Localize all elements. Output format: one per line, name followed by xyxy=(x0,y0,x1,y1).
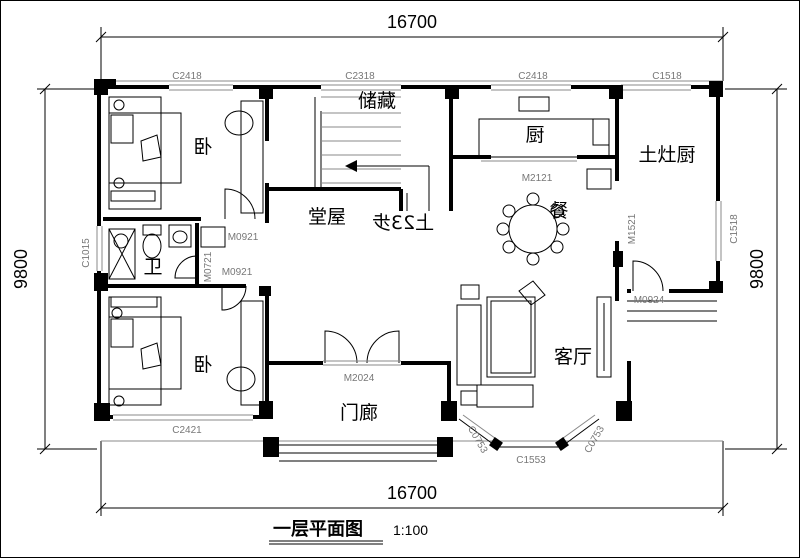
stairs xyxy=(314,96,430,211)
code-m0921-a: M0921 xyxy=(228,232,259,243)
room-label-hall: 堂屋 xyxy=(308,206,346,228)
room-label-dining: 餐 xyxy=(549,200,568,222)
code-m1521: M1521 xyxy=(627,213,638,244)
kitchen-fixtures xyxy=(478,96,612,190)
code-c2318: C2318 xyxy=(345,71,375,82)
wall-columns xyxy=(94,79,723,457)
dining-table xyxy=(496,192,570,266)
code-c1518-top: C1518 xyxy=(652,71,682,82)
room-label-bedroom-top: 卧 xyxy=(193,136,212,158)
code-c0753-left: C0753 xyxy=(465,424,489,455)
room-label-living: 客厅 xyxy=(554,346,592,368)
room-label-stove-kitchen: 土灶厨 xyxy=(638,144,695,166)
room-label-bathroom: 卫 xyxy=(143,256,162,278)
room-label-kitchen: 厨 xyxy=(525,124,544,146)
bed-top xyxy=(108,96,264,214)
top-dimension: 16700 xyxy=(387,12,437,32)
code-c2421: C2421 xyxy=(172,425,202,436)
code-m0921-b: M0921 xyxy=(222,267,253,278)
bay-window xyxy=(458,414,600,451)
dimension-lines xyxy=(37,27,787,516)
code-c1553: C1553 xyxy=(516,455,546,466)
room-label-storage: 储藏 xyxy=(358,90,396,112)
code-m2024: M2024 xyxy=(344,373,375,384)
bottom-dimension: 16700 xyxy=(387,483,437,503)
code-m0924: M0924 xyxy=(634,295,665,306)
bathroom-fixtures xyxy=(108,224,226,280)
code-c2418-a: C2418 xyxy=(172,71,202,82)
living-furniture xyxy=(456,280,612,408)
plan-scale: 1:100 xyxy=(393,522,428,538)
code-c2418-b: C2418 xyxy=(518,71,548,82)
code-c1518-right: C1518 xyxy=(729,214,740,244)
stair-note: 上23步 xyxy=(372,212,434,234)
room-label-porch: 门廊 xyxy=(340,402,378,424)
code-m0721: M0721 xyxy=(203,251,214,282)
right-dimension: 9800 xyxy=(747,249,767,289)
left-dimension: 9800 xyxy=(11,249,31,289)
bed-bottom xyxy=(108,296,264,407)
porch-steps xyxy=(279,300,717,462)
interior-walls xyxy=(99,87,631,419)
code-m2121: M2121 xyxy=(522,173,553,184)
room-label-bedroom-bottom: 卧 xyxy=(193,354,212,376)
plan-title: 一层平面图 xyxy=(273,519,363,540)
doors xyxy=(174,188,664,366)
code-c1015: C1015 xyxy=(81,238,92,268)
